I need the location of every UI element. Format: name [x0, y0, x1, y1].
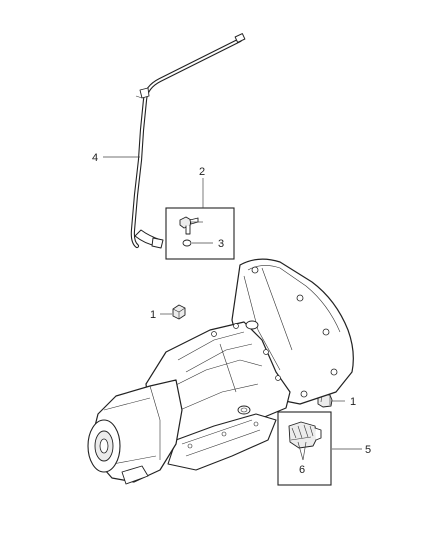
transmission-assembly — [87, 258, 354, 485]
solenoid-connector — [288, 421, 322, 449]
kit-box-2 — [165, 207, 235, 260]
kit-box-5 — [277, 411, 332, 486]
breather-fitting — [179, 216, 199, 235]
callout-2: 2 — [199, 166, 205, 178]
callout-3: 3 — [218, 238, 224, 250]
callout-1-upper: 1 — [150, 309, 156, 321]
callout-5: 5 — [365, 444, 371, 456]
callout-4: 4 — [92, 152, 98, 164]
callout-1-lower: 1 — [350, 396, 356, 408]
dipstick-tube — [130, 33, 246, 249]
drain-plug-upper — [172, 304, 186, 320]
o-ring — [182, 239, 192, 247]
leader-lines — [103, 156, 362, 461]
callout-6: 6 — [299, 464, 305, 476]
